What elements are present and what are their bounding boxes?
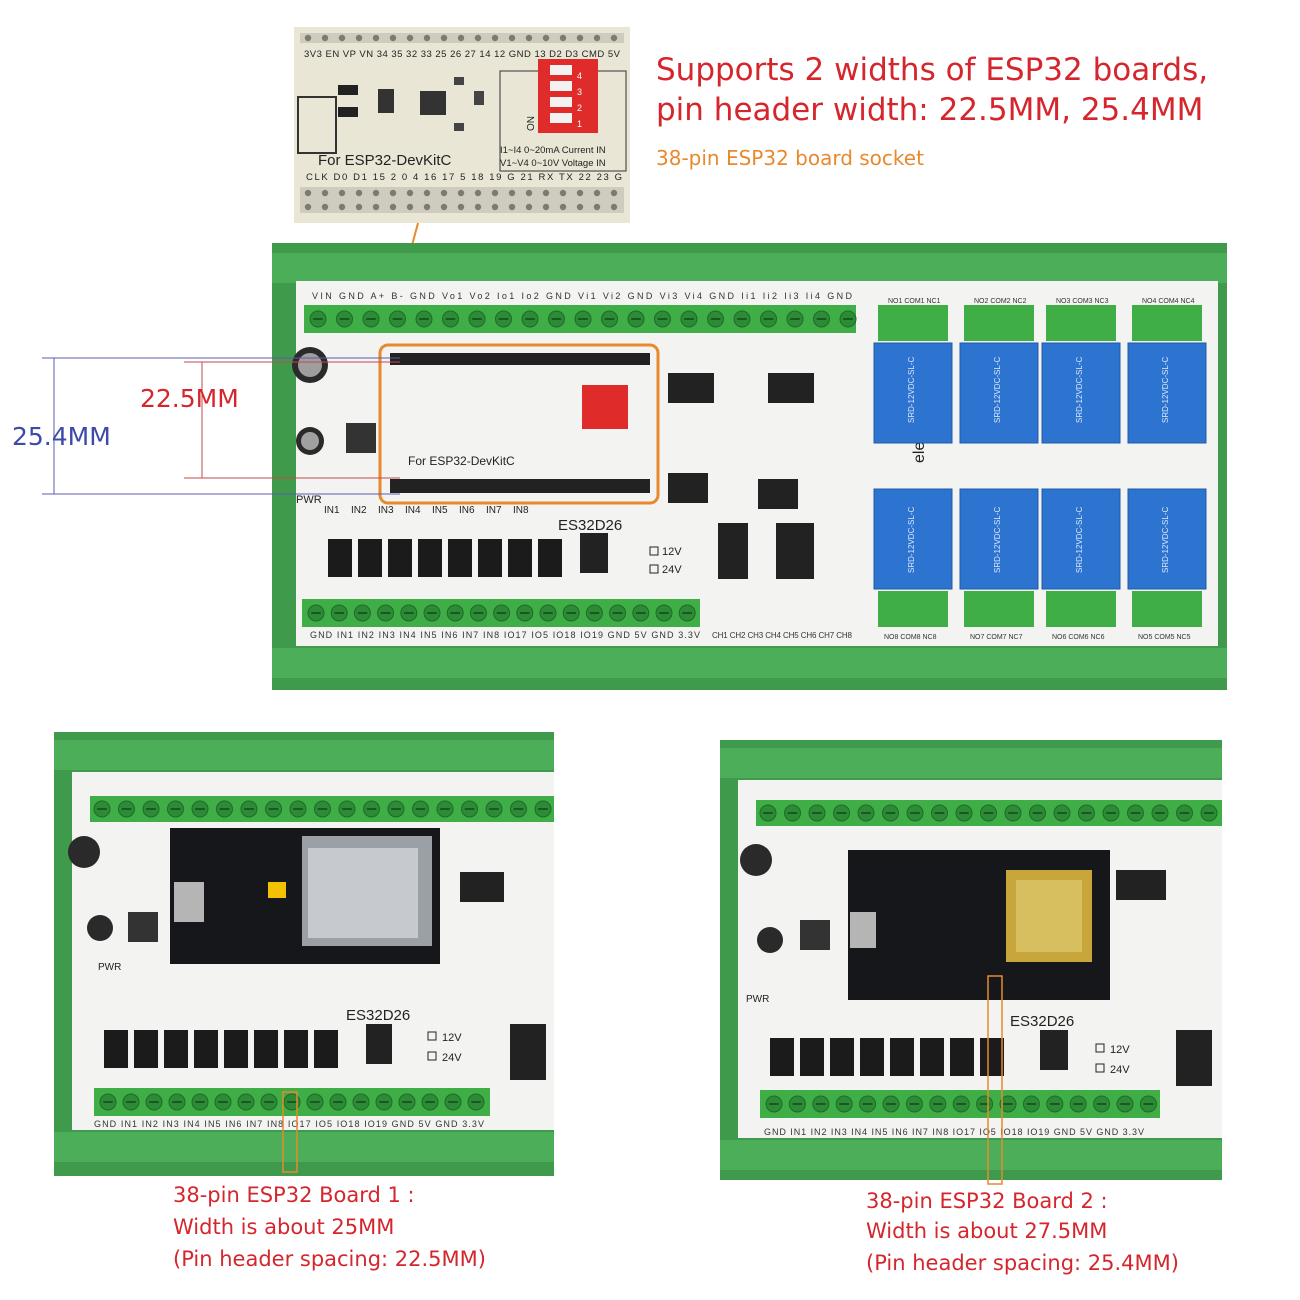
main-pwr: PWR [296,494,322,506]
svg-text:SRD-12VDC-SL-C: SRD-12VDC-SL-C [1075,507,1084,573]
svg-text:SRD-12VDC-SL-C: SRD-12VDC-SL-C [993,507,1002,573]
svg-text:1: 1 [577,119,582,129]
inset-top-pins: 3V3 EN VP VN 34 35 32 33 25 26 27 14 12 … [304,49,621,60]
inset-spec-2: V1~V4 0~10V Voltage IN [500,158,606,169]
dimension-inner-label: 22.5MM [140,384,239,413]
svg-text:NO6 COM6 NC6: NO6 COM6 NC6 [1052,634,1105,641]
svg-text:NO2 COM2 NC2: NO2 COM2 NC2 [974,298,1027,305]
svg-text:NO8 COM8 NC8: NO8 COM8 NC8 [884,634,937,641]
svg-text:SRD-12VDC-SL-C: SRD-12VDC-SL-C [993,357,1002,423]
board2-24v: 24V [1110,1064,1130,1076]
main-board: VIN GND A+ B- GND Vo1 Vo2 Io1 Io2 GND Vi… [272,243,1227,690]
svg-text:NO7 COM7 NC7: NO7 COM7 NC7 [970,634,1023,641]
board2-12v: 12V [1110,1044,1130,1056]
svg-text:ON: ON [526,116,537,131]
svg-text:NO1 COM1 NC1: NO1 COM1 NC1 [888,298,941,305]
voltage-24v: 24V [662,564,682,576]
caption-board2-line1: 38-pin ESP32 Board 2 : [866,1189,1108,1213]
caption-board1-line1: 38-pin ESP32 Board 1 : [173,1183,415,1207]
main-channels: CH1 CH2 CH3 CH4 CH5 CH6 CH7 CH8 [712,631,853,640]
voltage-12v: 12V [662,546,682,558]
svg-text:3: 3 [577,87,582,97]
svg-text:SRD-12VDC-SL-C: SRD-12VDC-SL-C [907,357,916,423]
svg-text:NO5 COM5 NC5: NO5 COM5 NC5 [1138,634,1191,641]
svg-text:4: 4 [577,71,582,81]
svg-text:2: 2 [577,103,582,113]
board2-pwr: PWR [746,994,769,1005]
headline-line-1: Supports 2 widths of ESP32 boards, [656,52,1209,88]
svg-text:SRD-12VDC-SL-C: SRD-12VDC-SL-C [1161,357,1170,423]
inset-spec-1: I1~I4 0~20mA Current IN [500,145,606,156]
caption-board1-line2: Width is about 25MM [173,1215,395,1239]
board-photo-1: ES32D26 PWR 12V 24V GND IN1 IN2 IN3 IN4 … [54,732,554,1176]
board2-bottom-terminals: GND IN1 IN2 IN3 IN4 IN5 IN6 IN7 IN8 IO17… [764,1127,1144,1137]
board2-model: ES32D26 [1010,1013,1074,1030]
board1-12v: 12V [442,1032,462,1044]
svg-text:SRD-12VDC-SL-C: SRD-12VDC-SL-C [907,507,916,573]
board1-pwr: PWR [98,962,121,973]
socket-inset-photo: 3V3 EN VP VN 34 35 32 33 25 26 27 14 12 … [294,27,630,223]
svg-text:SRD-12VDC-SL-C: SRD-12VDC-SL-C [1161,507,1170,573]
inset-label: For ESP32-DevKitC [318,152,452,169]
svg-text:SRD-12VDC-SL-C: SRD-12VDC-SL-C [1075,357,1084,423]
headline-line-2: pin header width: 22.5MM, 25.4MM [656,92,1204,128]
caption-board1-line3: (Pin header spacing: 22.5MM) [173,1247,486,1271]
socket-caption: 38-pin ESP32 board socket [656,146,924,170]
main-bottom-terminals: GND IN1 IN2 IN3 IN4 IN5 IN6 IN7 IN8 IO17… [310,630,700,640]
board1-bottom-terminals: GND IN1 IN2 IN3 IN4 IN5 IN6 IN7 IN8 IO17… [94,1119,484,1129]
main-socket-label: For ESP32-DevKitC [408,454,515,468]
board1-24v: 24V [442,1052,462,1064]
svg-text:NO4 COM4 NC4: NO4 COM4 NC4 [1142,298,1195,305]
caption-board2-line3: (Pin header spacing: 25.4MM) [866,1251,1179,1275]
caption-board2-line2: Width is about 27.5MM [866,1219,1108,1243]
dimension-outer-label: 25.4MM [12,422,111,451]
board-photo-2: ES32D26 PWR 12V 24V GND IN1 IN2 IN3 IN4 … [720,740,1222,1180]
inset-bottom-pins: CLK D0 D1 15 2 0 4 16 17 5 18 19 G 21 RX… [306,172,622,183]
main-top-terminals: VIN GND A+ B- GND Vo1 Vo2 Io1 Io2 GND Vi… [312,291,853,301]
main-model: ES32D26 [558,517,622,534]
svg-text:NO3 COM3 NC3: NO3 COM3 NC3 [1056,298,1109,305]
board1-model: ES32D26 [346,1007,410,1024]
